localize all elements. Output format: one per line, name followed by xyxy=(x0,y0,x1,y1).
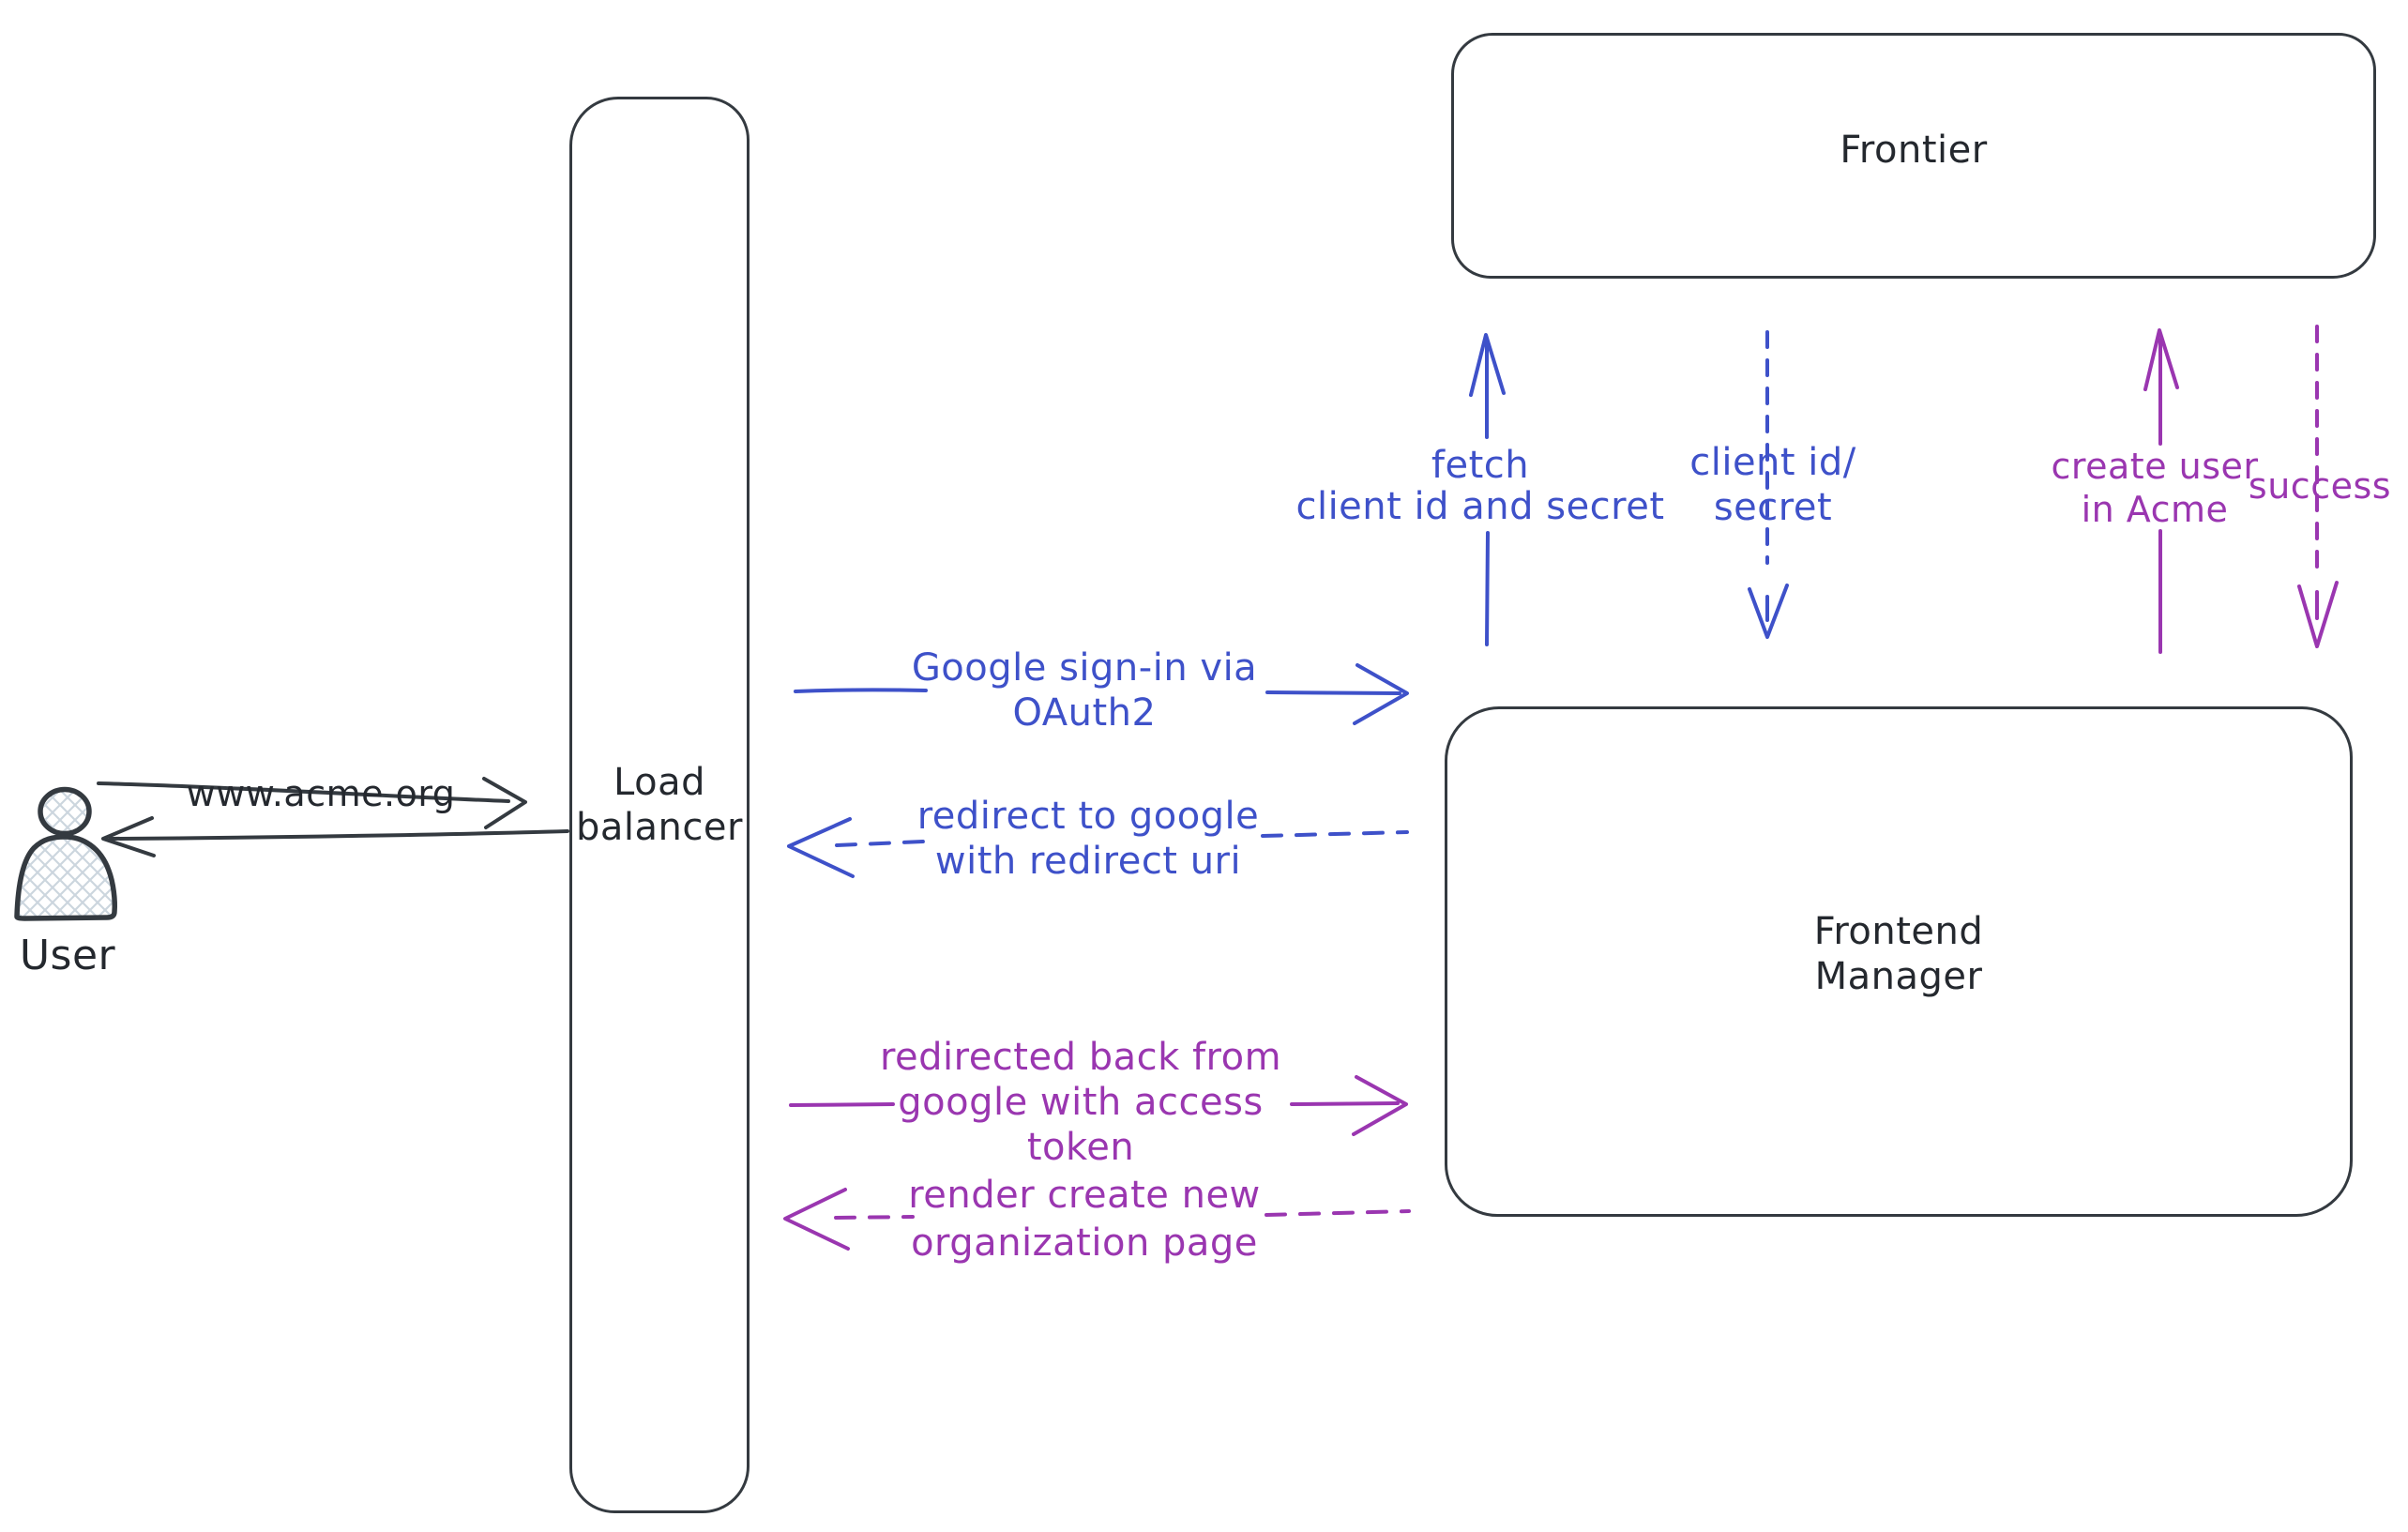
frontend-manager-label: Frontend Manager xyxy=(1813,910,1984,998)
arrow-lb-to-user-response xyxy=(101,816,569,857)
node-frontier xyxy=(1451,33,2376,279)
user-body xyxy=(14,834,117,921)
message-success: success xyxy=(2248,465,2392,507)
message-google-signin: Google sign-in via OAuth2 xyxy=(911,646,1258,735)
node-load-balancer xyxy=(569,97,750,1513)
arrow-client-id-secret xyxy=(1748,330,1789,639)
message-redirect-to-google: redirect to google with redirect uri xyxy=(916,795,1260,883)
node-frontend-manager xyxy=(1445,706,2353,1217)
frontier-label: Frontier xyxy=(1840,129,1988,172)
message-render-create-org: render create new organization page xyxy=(908,1174,1261,1265)
load-balancer-label: Load balancer xyxy=(576,761,743,849)
message-create-user: create user in Acme xyxy=(2051,446,2259,530)
message-fetch-client-id: fetch client id and secret xyxy=(1295,444,1665,528)
arrow-redirected-back xyxy=(789,1075,1408,1136)
arrow-success xyxy=(2297,325,2339,648)
message-client-id-secret: client id/ secret xyxy=(1689,441,1856,529)
user-icon xyxy=(14,786,117,921)
arrow-google-signin xyxy=(794,663,1409,725)
arrow-create-user xyxy=(2143,328,2179,654)
message-www-acme: www.acme.org xyxy=(186,773,456,814)
arrow-fetch-client-id xyxy=(1469,333,1506,646)
user-label: User xyxy=(19,932,116,979)
arrow-redirect-to-google xyxy=(787,817,1409,878)
arrow-www-acme-request xyxy=(97,777,527,829)
user-head xyxy=(38,786,92,837)
message-redirected-back: redirected back from google with access … xyxy=(879,1036,1282,1169)
arrow-render-create-org xyxy=(783,1188,1411,1251)
